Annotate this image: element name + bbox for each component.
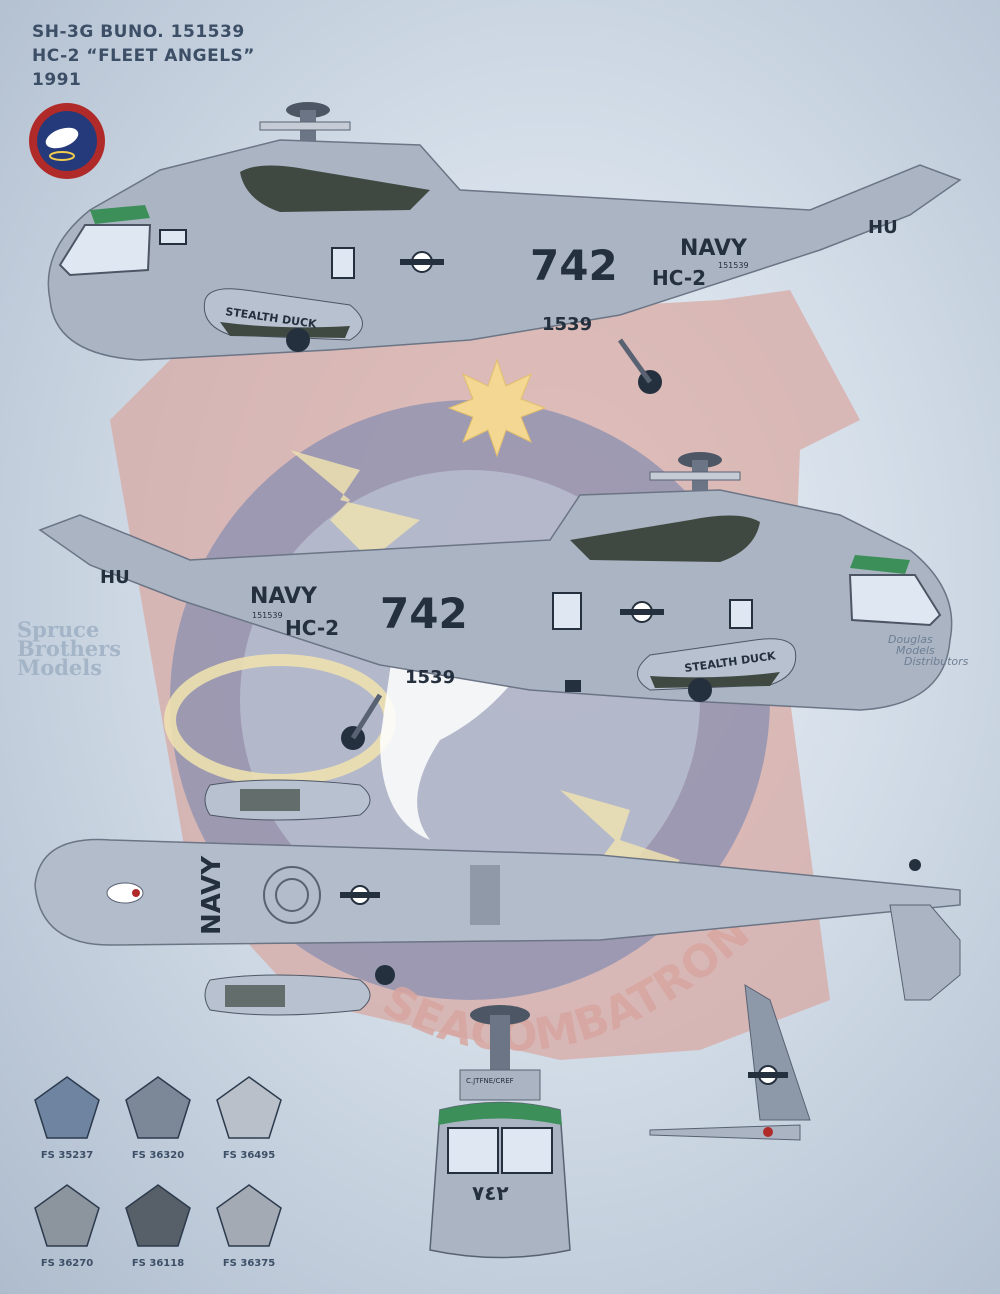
buno-marking-left: 1539: [542, 314, 592, 335]
swatch-5: [125, 1184, 191, 1247]
tail-code-left: HU: [868, 217, 898, 238]
swatch-label-3: FS 36495: [222, 1150, 276, 1161]
swatch-label-6: FS 36375: [222, 1258, 276, 1269]
swatch-3: [216, 1076, 282, 1139]
unit-marking-left: HC-2: [652, 266, 706, 290]
swatch-label-5: FS 36118: [131, 1258, 185, 1269]
title-line-aircraft: SH-3G BUNO. 151539: [32, 22, 245, 42]
squadron-patch-icon: [29, 103, 105, 179]
title-line-unit: HC-2 “FLEET ANGELS”: [32, 46, 255, 66]
tail-code-right: HU: [100, 567, 130, 588]
sheet-title: SH-3G BUNO. 151539 HC-2 “FLEET ANGELS” 1…: [32, 20, 255, 92]
swatch-4: [34, 1184, 100, 1247]
front-crew-names: C.JTFNE/CREF: [466, 1077, 514, 1085]
swatch-2: [125, 1076, 191, 1139]
swatch-6: [216, 1184, 282, 1247]
douglas-distributors-watermark: Douglas Models Distributors: [888, 633, 969, 668]
unit-marking-right: HC-2: [285, 616, 339, 640]
swatch-label-1: FS 35237: [40, 1150, 94, 1161]
navy-marking-left: NAVY: [680, 236, 748, 261]
modex-left: 742: [530, 241, 618, 290]
swatch-label-2: FS 36320: [131, 1150, 185, 1161]
buno-small-right: 151539: [252, 611, 283, 620]
helicopter-front-view: C.JTFNE/CREF ٧٤٢: [429, 1005, 571, 1259]
swatch-1: [34, 1076, 100, 1139]
buno-marking-right: 1539: [405, 667, 455, 688]
helicopter-top-view: NAVY: [34, 779, 961, 1016]
navy-marking-top: NAVY: [197, 855, 227, 935]
helicopter-left-profile: STEALTH DUCK 742 NAVY HC-2 151539 1539 H…: [47, 102, 962, 394]
title-line-year: 1991: [32, 70, 82, 90]
front-arabic-modex: ٧٤٢: [472, 1181, 509, 1205]
tail-rotor-details: [649, 984, 811, 1141]
navy-marking-right: NAVY: [250, 584, 318, 609]
modex-right: 742: [380, 589, 468, 638]
buno-small-left: 151539: [718, 261, 749, 270]
spruce-brothers-watermark: Spruce Brothers Models: [17, 617, 122, 680]
swatch-label-4: FS 36270: [40, 1258, 94, 1269]
helicopter-right-profile: STEALTH DUCK 742 NAVY HC-2 151539 1539 H…: [38, 452, 953, 750]
